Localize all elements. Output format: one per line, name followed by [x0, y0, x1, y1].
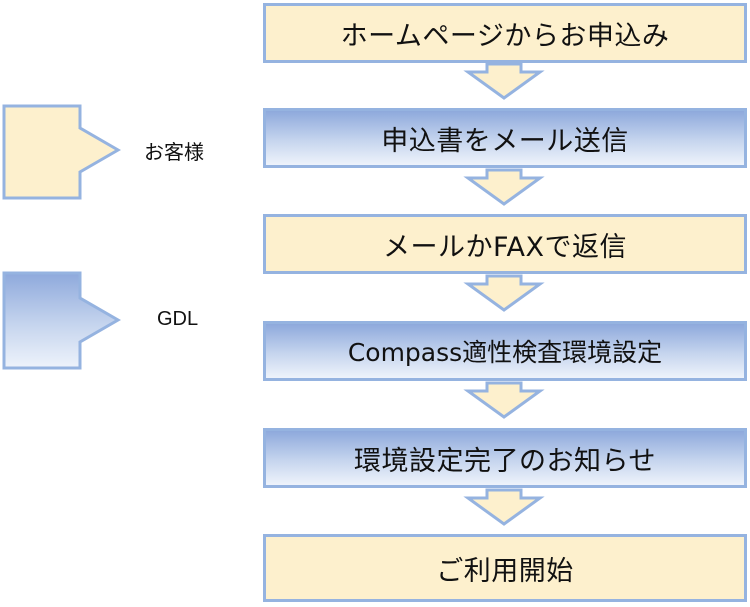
step-reply-email-or-fax: メールかFAXで返信 [263, 214, 747, 274]
down-arrow-icon [463, 62, 545, 100]
down-arrow-icon [463, 381, 545, 419]
step-label: Compass適性検査環境設定 [347, 338, 663, 367]
step-environment-setup: Compass適性検査環境設定 [263, 321, 747, 381]
step-label: ホームページからお申込み [340, 20, 670, 52]
down-arrow-icon [463, 488, 545, 526]
step-label: 環境設定完了のお知らせ [354, 445, 656, 477]
step-start-using: ご利用開始 [263, 534, 747, 602]
step-label: 申込書をメール送信 [381, 125, 629, 157]
legend-customer-label: お客様 [144, 140, 204, 164]
step-setup-complete-notice: 環境設定完了のお知らせ [263, 428, 747, 488]
step-label: メールかFAXで返信 [382, 231, 628, 263]
step-send-application-email: 申込書をメール送信 [263, 108, 747, 168]
down-arrow-icon [463, 168, 545, 206]
step-label: ご利用開始 [436, 555, 574, 587]
legend-customer-arrow-icon [2, 104, 121, 200]
step-homepage-application: ホームページからお申込み [263, 3, 747, 63]
down-arrow-icon [463, 274, 545, 312]
legend-gdl-arrow-icon [2, 271, 121, 370]
legend-gdl-label: GDL [157, 308, 199, 330]
